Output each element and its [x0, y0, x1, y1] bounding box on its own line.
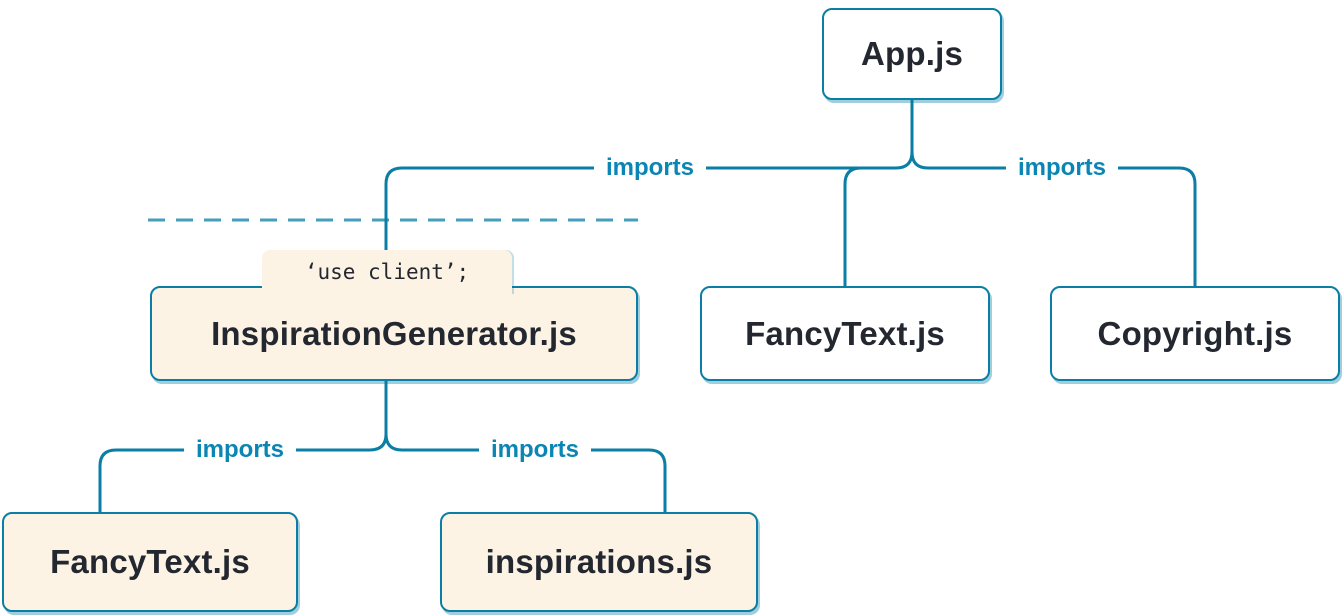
node-inspiration-generator: InspirationGenerator.js: [150, 286, 638, 381]
node-fancytext-top: FancyText.js: [700, 286, 990, 381]
edge-label-imports-app-copyright: imports: [1005, 154, 1119, 182]
node-copyright: Copyright.js: [1050, 286, 1340, 381]
edge-label-imports-inspirationgenerator-fancytext: imports: [183, 436, 297, 464]
node-copyright-label: Copyright.js: [1097, 314, 1293, 352]
use-client-directive-tag: ‘use client’;: [262, 250, 512, 294]
node-inspiration-generator-label: InspirationGenerator.js: [211, 314, 577, 352]
edge-app-copyright: [910, 100, 1197, 288]
use-client-directive-text: ‘use client’;: [304, 260, 470, 284]
edge-label-imports-app-inspirationgenerator: imports: [593, 154, 707, 182]
edge-label-imports-inspirationgenerator-inspirations: imports: [478, 436, 592, 464]
node-inspirations: inspirations.js: [440, 512, 758, 612]
node-fancytext-bottom-label: FancyText.js: [50, 543, 250, 580]
node-app: App.js: [822, 8, 1002, 100]
node-fancytext-bottom: FancyText.js: [2, 512, 298, 612]
node-app-label: App.js: [860, 35, 964, 72]
edge-app-fancytext: [843, 166, 862, 288]
node-inspirations-label: inspirations.js: [485, 543, 713, 580]
node-fancytext-top-label: FancyText.js: [745, 314, 945, 352]
